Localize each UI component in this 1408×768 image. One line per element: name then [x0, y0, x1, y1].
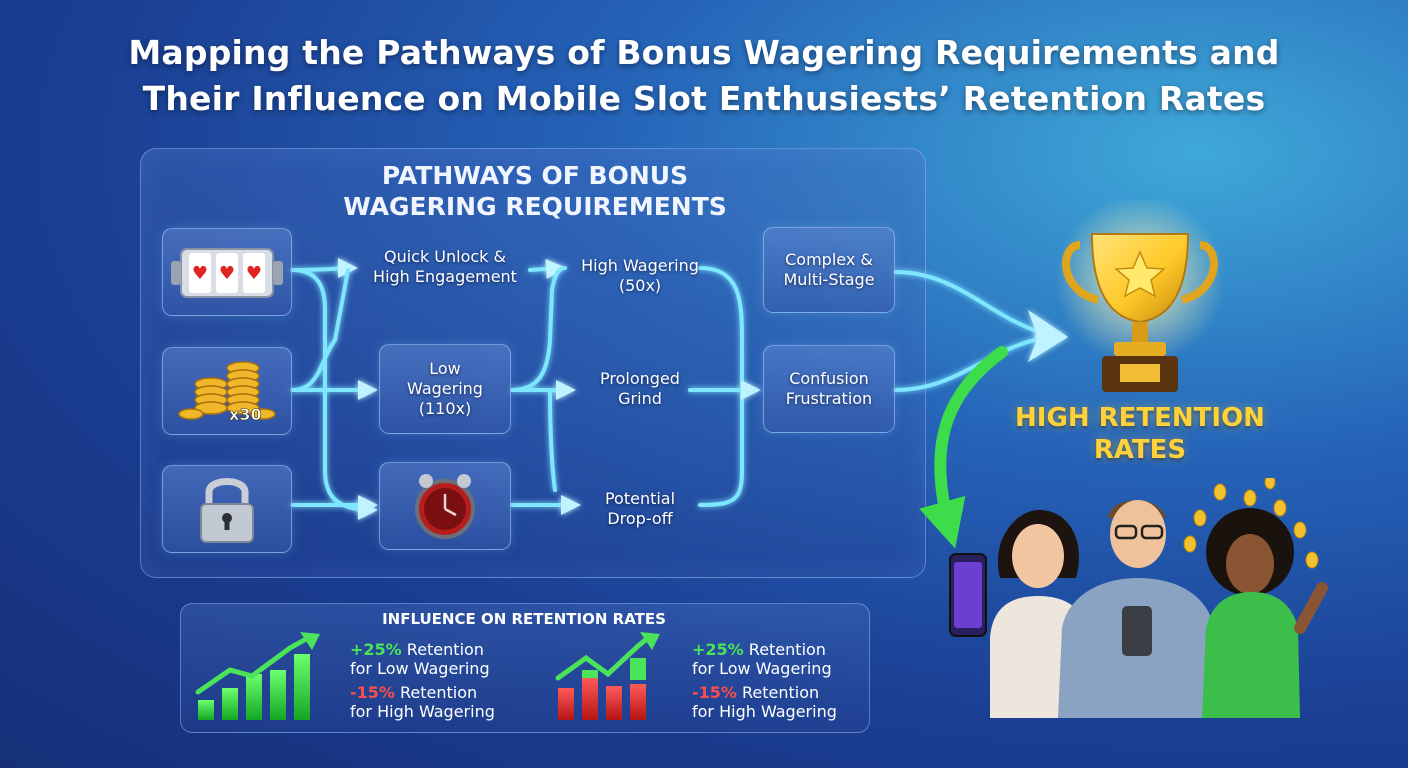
svg-text:♥: ♥ [192, 263, 208, 284]
stat-2-pos-sub: for Low Wagering [692, 659, 832, 678]
slot-reels-box: ♥ ♥ ♥ [162, 228, 292, 316]
quick-unlock-label: Quick Unlock & High Engagement [355, 247, 535, 287]
stat-2-pos-value: +25% [692, 640, 744, 659]
confusion-line-2: Frustration [785, 389, 873, 408]
gold-coins-box: x30 [162, 347, 292, 435]
stat-1-pos-sub: for Low Wagering [350, 659, 490, 678]
growth-bar-chart-icon [195, 632, 320, 720]
low-wagering-box: Low Wagering (110x) [379, 344, 511, 434]
retention-line-1: HIGH RETENTION [1015, 403, 1265, 433]
quick-unlock-line-1: Quick Unlock & [383, 247, 507, 266]
slot-reels-icon: ♥ ♥ ♥ [171, 248, 283, 298]
page-title: Mapping the Pathways of Bonus Wagering R… [0, 30, 1408, 122]
stat-group-1-positive: +25% Retention for Low Wagering [350, 640, 490, 678]
title-line-2: Their Influence on Mobile Slot Enthusies… [142, 79, 1266, 118]
gold-coins-icon: x30 [178, 361, 276, 424]
potential-dropoff-line-1: Potential [604, 489, 676, 508]
mixed-bar-chart-icon [555, 632, 660, 720]
potential-dropoff-label: Potential Drop-off [570, 489, 710, 529]
stat-group-2-positive: +25% Retention for Low Wagering [692, 640, 832, 678]
stat-group-2-negative: -15% Retention for High Wagering [692, 683, 837, 721]
stat-1-neg-text: Retention [394, 683, 478, 702]
padlock-box [162, 465, 292, 553]
quick-unlock-line-2: High Engagement [373, 267, 517, 286]
svg-text:♥: ♥ [219, 263, 235, 284]
high-wagering-line-1: High Wagering [581, 256, 699, 275]
low-wagering-line-2: Wagering [407, 379, 483, 398]
prolonged-grind-label: Prolonged Grind [570, 369, 710, 409]
stat-2-neg-text: Retention [736, 683, 820, 702]
stat-1-pos-text: Retention [401, 640, 484, 659]
stat-group-1-negative: -15% Retention for High Wagering [350, 683, 495, 721]
stat-1-neg-value: -15% [350, 683, 395, 702]
trophy-icon [1055, 200, 1225, 392]
high-wagering-line-2: (50x) [618, 276, 662, 295]
high-wagering-label: High Wagering (50x) [560, 256, 720, 296]
alarm-clock-icon [415, 474, 475, 539]
complex-line-1: Complex & [785, 250, 873, 269]
low-wagering-line-3: (110x) [418, 399, 472, 418]
stat-1-neg-sub: for High Wagering [350, 702, 495, 721]
complex-line-2: Multi-Stage [783, 270, 875, 289]
stat-2-neg-value: -15% [692, 683, 737, 702]
padlock-icon [200, 478, 254, 543]
confusion-line-1: Confusion [789, 369, 869, 388]
potential-dropoff-line-2: Drop-off [607, 509, 673, 528]
influence-title: INFLUENCE ON RETENTION RATES [382, 610, 666, 628]
retention-line-2: RATES [1093, 435, 1187, 465]
stat-1-pos-value: +25% [350, 640, 402, 659]
panel-title-line-2: WAGERING REQUIREMENTS [343, 192, 727, 221]
svg-text:♥: ♥ [246, 263, 262, 284]
timer-box [379, 462, 511, 550]
prolonged-grind-line-2: Grind [618, 389, 662, 408]
title-line-1: Mapping the Pathways of Bonus Wagering R… [128, 33, 1280, 72]
confusion-box: Confusion Frustration [763, 345, 895, 433]
stat-2-neg-sub: for High Wagering [692, 702, 837, 721]
pathways-panel-title: PATHWAYS OF BONUS WAGERING REQUIREMENTS [300, 160, 770, 222]
complex-box: Complex & Multi-Stage [763, 227, 895, 313]
coins-badge: x30 [229, 405, 262, 424]
happy-players-illustration [949, 478, 1328, 718]
high-retention-rates-label: HIGH RETENTION RATES [990, 402, 1290, 466]
low-wagering-line-1: Low [429, 359, 461, 378]
panel-title-line-1: PATHWAYS OF BONUS [381, 161, 689, 190]
prolonged-grind-line-1: Prolonged [600, 369, 680, 388]
stat-2-pos-text: Retention [743, 640, 826, 659]
